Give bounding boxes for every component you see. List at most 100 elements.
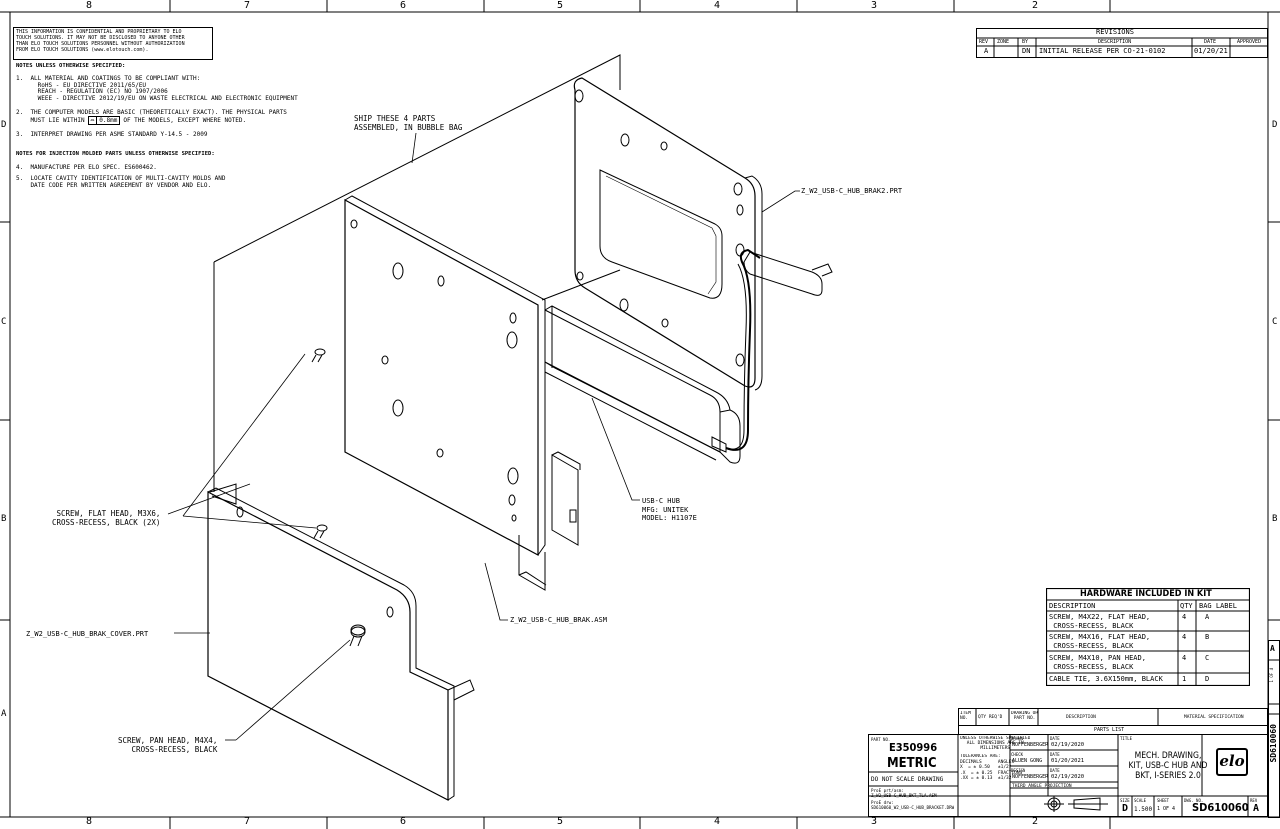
projection-label: THIRD ANGLE PROJECTION bbox=[1012, 784, 1072, 789]
screw-pan-head bbox=[349, 624, 366, 647]
hardware-row-1-bag: A bbox=[1205, 614, 1210, 621]
zone-bottom-4: 4 bbox=[714, 816, 721, 827]
callout-ship-parts: SHIP THESE 4 PARTS ASSEMBLED, IN BUBBLE … bbox=[354, 114, 463, 132]
profile-tolerance-frame: ⌓ 0.8mm bbox=[87, 116, 121, 125]
scale-label: SCALE bbox=[1134, 798, 1147, 803]
parts-list-label: PARTS LIST bbox=[1094, 727, 1125, 733]
do-not-scale: DO NOT SCALE DRAWING bbox=[871, 776, 944, 783]
note-5: 5. LOCATE CAVITY IDENTIFICATION OF MULTI… bbox=[16, 175, 226, 189]
rev-value: A bbox=[1253, 803, 1260, 814]
check-by: ALUEN GONG bbox=[1012, 758, 1043, 764]
elo-logo: elo bbox=[1216, 748, 1248, 776]
hardware-row-1-qty: 4 bbox=[1182, 614, 1187, 621]
leader-lines bbox=[167, 132, 800, 741]
screw-flat-head-1 bbox=[311, 348, 326, 363]
design-date: 02/19/2020 bbox=[1051, 774, 1085, 780]
drawing-title: MECH. DRAWING, KIT, USB-C HUB AND BKT, I… bbox=[1128, 751, 1208, 781]
callout-usb-hub: USB-C HUB MFG: UNITEK MODEL: H1107E bbox=[642, 497, 697, 522]
sheet-label: SHEET bbox=[1157, 798, 1170, 803]
size-value: D bbox=[1122, 803, 1129, 814]
zone-top-8: 8 bbox=[86, 0, 93, 11]
hardware-header-description: DESCRIPTION bbox=[1049, 602, 1096, 610]
brak2-plate bbox=[573, 77, 763, 391]
hardware-row-1-desc: SCREW, M4X22, FLAT HEAD, CROSS-RECESS, B… bbox=[1049, 613, 1151, 630]
hardware-header-bag: BAG LABEL bbox=[1199, 602, 1237, 610]
rev-header-by: BY bbox=[1022, 39, 1029, 45]
hardware-title: HARDWARE INCLUDED IN KIT bbox=[1080, 589, 1212, 599]
callout-cover: Z_W2_USB-C_HUB_BRAK_COVER.PRT bbox=[26, 630, 149, 638]
part-no-label: PART NO. bbox=[871, 737, 891, 742]
zone-bottom-7: 7 bbox=[244, 816, 251, 827]
zone-bottom-6: 6 bbox=[400, 816, 407, 827]
rev-header-rev: REV bbox=[979, 39, 989, 45]
size-label: SIZE bbox=[1120, 798, 1130, 803]
side-sheet: 1 OF 4 bbox=[1269, 668, 1274, 683]
hardware-row-2-desc: SCREW, M4X16, FLAT HEAD, CROSS-RECESS, B… bbox=[1049, 633, 1151, 650]
rev-header-date: DATE bbox=[1204, 39, 1217, 45]
zone-top-6: 6 bbox=[400, 0, 407, 11]
zone-left-c: C bbox=[1, 317, 7, 327]
pl-header-description: DESCRIPTION bbox=[1066, 715, 1096, 720]
metric-label: METRIC bbox=[887, 757, 937, 771]
zone-left-b: B bbox=[1, 514, 7, 524]
bracket-cover bbox=[207, 483, 475, 801]
revisions-title: REVISIONS bbox=[1096, 29, 1134, 36]
zone-top-7: 7 bbox=[244, 0, 251, 11]
tolerances: TOLERANCES ARE: DECIMALS ANGLES X = ± 0.… bbox=[960, 754, 1023, 781]
rev-row-description: INITIAL RELEASE PER CO-21-0102 bbox=[1039, 48, 1166, 55]
title-block-grid bbox=[868, 708, 1268, 817]
callout-bracket-asm: Z_W2_USB-C_HUB_BRAK.ASM bbox=[510, 616, 607, 624]
zone-right-c: C bbox=[1272, 317, 1278, 327]
note-2b-prefix: MUST LIE WITHIN bbox=[16, 117, 85, 124]
pl-header-part: DRAWING OR PART NO. bbox=[1011, 711, 1039, 721]
hardware-row-2-bag: B bbox=[1205, 634, 1210, 641]
hardware-row-3-desc: SCREW, M4X10, PAN HEAD, CROSS-RECESS, BL… bbox=[1049, 654, 1146, 671]
zone-top-2: 2 bbox=[1032, 0, 1039, 11]
design-date-label: DATE bbox=[1050, 768, 1060, 773]
check-date-label: DATE bbox=[1050, 752, 1060, 757]
hardware-row-2-qty: 4 bbox=[1182, 634, 1187, 641]
hardware-header-qty: QTY bbox=[1180, 602, 1193, 610]
design-label: DESIGN bbox=[1011, 768, 1026, 773]
zone-bottom-5: 5 bbox=[557, 816, 564, 827]
usb-c-hub bbox=[544, 248, 833, 464]
zone-bottom-2: 2 bbox=[1032, 816, 1039, 827]
note-4: 4. MANUFACTURE PER ELO SPEC. ES600462. bbox=[16, 164, 157, 171]
drawn-label: DRAWN bbox=[1011, 736, 1024, 741]
pl-header-item: ITEM NO. bbox=[960, 711, 971, 721]
rev-row-rev: A bbox=[984, 48, 989, 55]
drawn-by: NOFFENBERGER bbox=[1012, 742, 1049, 748]
file-proe-asm: ProE prt/asm: Z_W2_USB-C_HUB_BKT_TLA.ASM bbox=[871, 788, 937, 798]
profile-symbol-icon: ⌓ bbox=[89, 117, 98, 124]
dims-note: UNLESS OTHERWISE SPECIFIED ALL DIMENSION… bbox=[960, 736, 1031, 751]
zone-bottom-3: 3 bbox=[871, 816, 878, 827]
check-date: 01/20/2021 bbox=[1051, 758, 1085, 764]
drawn-date-label: DATE bbox=[1050, 736, 1060, 741]
notes-heading: NOTES UNLESS OTHERWISE SPECIFIED: bbox=[16, 63, 126, 69]
pl-header-material: MATERIAL SPECIFICATION bbox=[1184, 715, 1244, 720]
zone-top-4: 4 bbox=[714, 0, 721, 11]
rev-header-zone: ZONE bbox=[997, 39, 1010, 45]
side-drawing-number: SD610060 bbox=[1269, 724, 1278, 763]
pl-header-qty: QTY REQ'D bbox=[978, 715, 1003, 720]
design-by: NOFFENBERGER bbox=[1012, 774, 1049, 780]
confidential-notice: THIS INFORMATION IS CONFIDENTIAL AND PRO… bbox=[13, 27, 213, 60]
revisions-table bbox=[976, 28, 1268, 58]
hardware-table-grid bbox=[1046, 588, 1250, 686]
hardware-row-4-desc: CABLE TIE, 3.6X150mm, BLACK bbox=[1049, 675, 1163, 683]
zone-left-a: A bbox=[1, 709, 7, 719]
note-3: 3. INTERPRET DRAWING PER ASME STANDARD Y… bbox=[16, 131, 208, 138]
title-label: TITLE bbox=[1120, 736, 1133, 741]
hardware-row-4-qty: 1 bbox=[1182, 676, 1187, 683]
hardware-row-3-qty: 4 bbox=[1182, 655, 1187, 662]
note-1: 1. ALL MATERIAL AND COATINGS TO BE COMPL… bbox=[16, 75, 298, 102]
rev-header-description: DESCRIPTION bbox=[1098, 39, 1132, 45]
zone-right-b: B bbox=[1272, 514, 1278, 524]
check-label: CHECK bbox=[1011, 752, 1024, 757]
sheet-value: 1 OF 4 bbox=[1157, 806, 1176, 812]
rev-row-date: 01/20/21 bbox=[1194, 48, 1228, 55]
note-2b-suffix: OF THE MODELS, EXCEPT WHERE NOTED. bbox=[123, 117, 247, 124]
zone-bottom-8: 8 bbox=[86, 816, 93, 827]
